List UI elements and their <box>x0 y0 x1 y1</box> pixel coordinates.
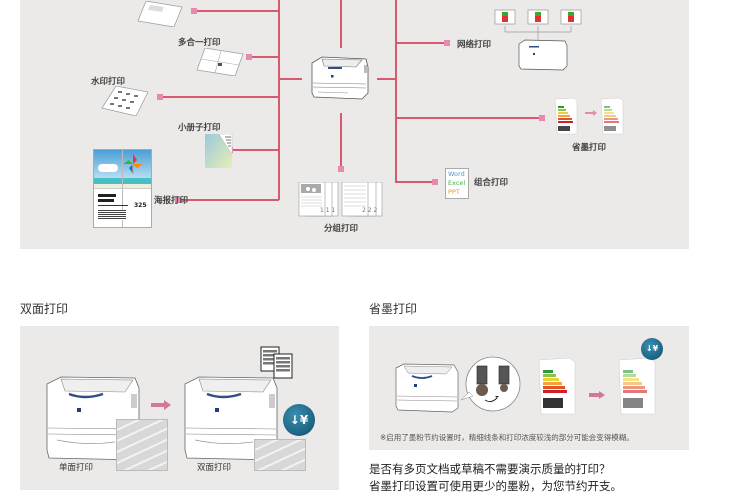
connector-node <box>539 115 545 121</box>
poster-number: 325 <box>134 202 147 209</box>
connector-line <box>230 149 279 151</box>
connector-node <box>444 40 450 46</box>
paper-stack-thin <box>254 439 306 471</box>
watermark-page-icon <box>100 85 150 117</box>
duplex-panel: ↓¥ 单面打印 双面打印 <box>20 326 339 490</box>
toner-description-line1: 是否有多页文档或草稿不需要演示质量的打印？ <box>369 462 611 476</box>
connector-line <box>395 117 540 119</box>
toner-description-line2: 省墨打印设置可使用更少的墨粉，为您节约开支。 <box>369 479 622 493</box>
pinwheel-icon <box>123 154 143 184</box>
combine-apps-icon: Word Excel PPT <box>445 168 469 199</box>
label-combine-print: 组合打印 <box>474 178 509 188</box>
paper-stack-thick <box>116 419 168 471</box>
poster-image: 325 <box>93 149 152 228</box>
energy-label-page-after <box>617 356 657 416</box>
connector-node <box>191 8 197 14</box>
label-booklet-print: 小册子打印 <box>178 123 221 133</box>
connector-line <box>160 96 279 98</box>
connector-line <box>278 0 280 200</box>
app-word: Word <box>448 170 465 178</box>
network-computers-icon <box>493 8 583 73</box>
plain-page-icon <box>136 0 184 28</box>
connector-node <box>338 166 344 172</box>
arrow-icon <box>151 395 171 410</box>
savings-badge-icon: ↓¥ <box>641 338 663 360</box>
single-side-caption: 单面打印 <box>59 463 94 473</box>
arrow-icon <box>589 384 605 399</box>
toner-panel: ↓¥ ※启用了墨粉节约设置时，精细线条和打印浓度较浅的部分可能会变得模糊。 <box>369 326 689 450</box>
connector-node <box>246 54 252 60</box>
duplex-section-title: 双面打印 <box>20 302 69 316</box>
connector-line <box>195 10 279 12</box>
label-nup-print: 多合一打印 <box>178 38 221 48</box>
printer-icon <box>308 53 372 101</box>
two-sided-pages-icon <box>260 346 294 380</box>
label-network-print: 网络打印 <box>457 40 492 50</box>
connector-node <box>175 197 181 203</box>
connector-line <box>395 42 445 44</box>
toner-printer-icon <box>394 362 464 414</box>
features-diagram-panel: 多合一打印 水印打印 小册子打印 325 海报打印 <box>20 0 689 249</box>
connector-line <box>278 78 302 80</box>
savings-badge-icon: ↓¥ <box>283 404 315 436</box>
booklet-icon <box>205 133 233 169</box>
toner-note: ※启用了墨粉节约设置时，精细线条和打印浓度较浅的部分可能会变得模糊。 <box>380 433 634 442</box>
connector-line <box>340 0 342 48</box>
duplex-caption: 双面打印 <box>197 463 232 473</box>
label-poster-print: 海报打印 <box>154 196 189 206</box>
savings-badge-text: ↓¥ <box>289 413 309 427</box>
energy-label-page-before <box>537 356 577 416</box>
connector-line <box>395 0 397 183</box>
collate-pages-icon: 1 1 1 2 2 2 <box>298 181 383 217</box>
toner-section-title: 省墨打印 <box>369 302 418 316</box>
collate-set-2: 2 2 2 <box>362 207 378 214</box>
app-ppt: PPT <box>448 188 460 196</box>
connector-line <box>340 113 342 168</box>
connector-line <box>377 78 396 80</box>
connector-line <box>250 56 279 58</box>
connector-node <box>432 179 438 185</box>
app-excel: Excel <box>448 179 466 187</box>
collate-set-1: 1 1 1 <box>320 207 336 214</box>
toner-cartridge-zoom-icon <box>460 354 521 414</box>
connector-line <box>178 199 279 201</box>
savings-badge-text: ↓¥ <box>645 344 659 353</box>
label-toner-save-print: 省墨打印 <box>572 143 607 153</box>
toner-save-pages-icon <box>553 96 628 136</box>
label-collate-print: 分组打印 <box>324 224 359 234</box>
connector-node <box>157 94 163 100</box>
label-watermark-print: 水印打印 <box>91 77 126 87</box>
connector-line <box>395 181 435 183</box>
nup-page-icon <box>195 47 245 77</box>
